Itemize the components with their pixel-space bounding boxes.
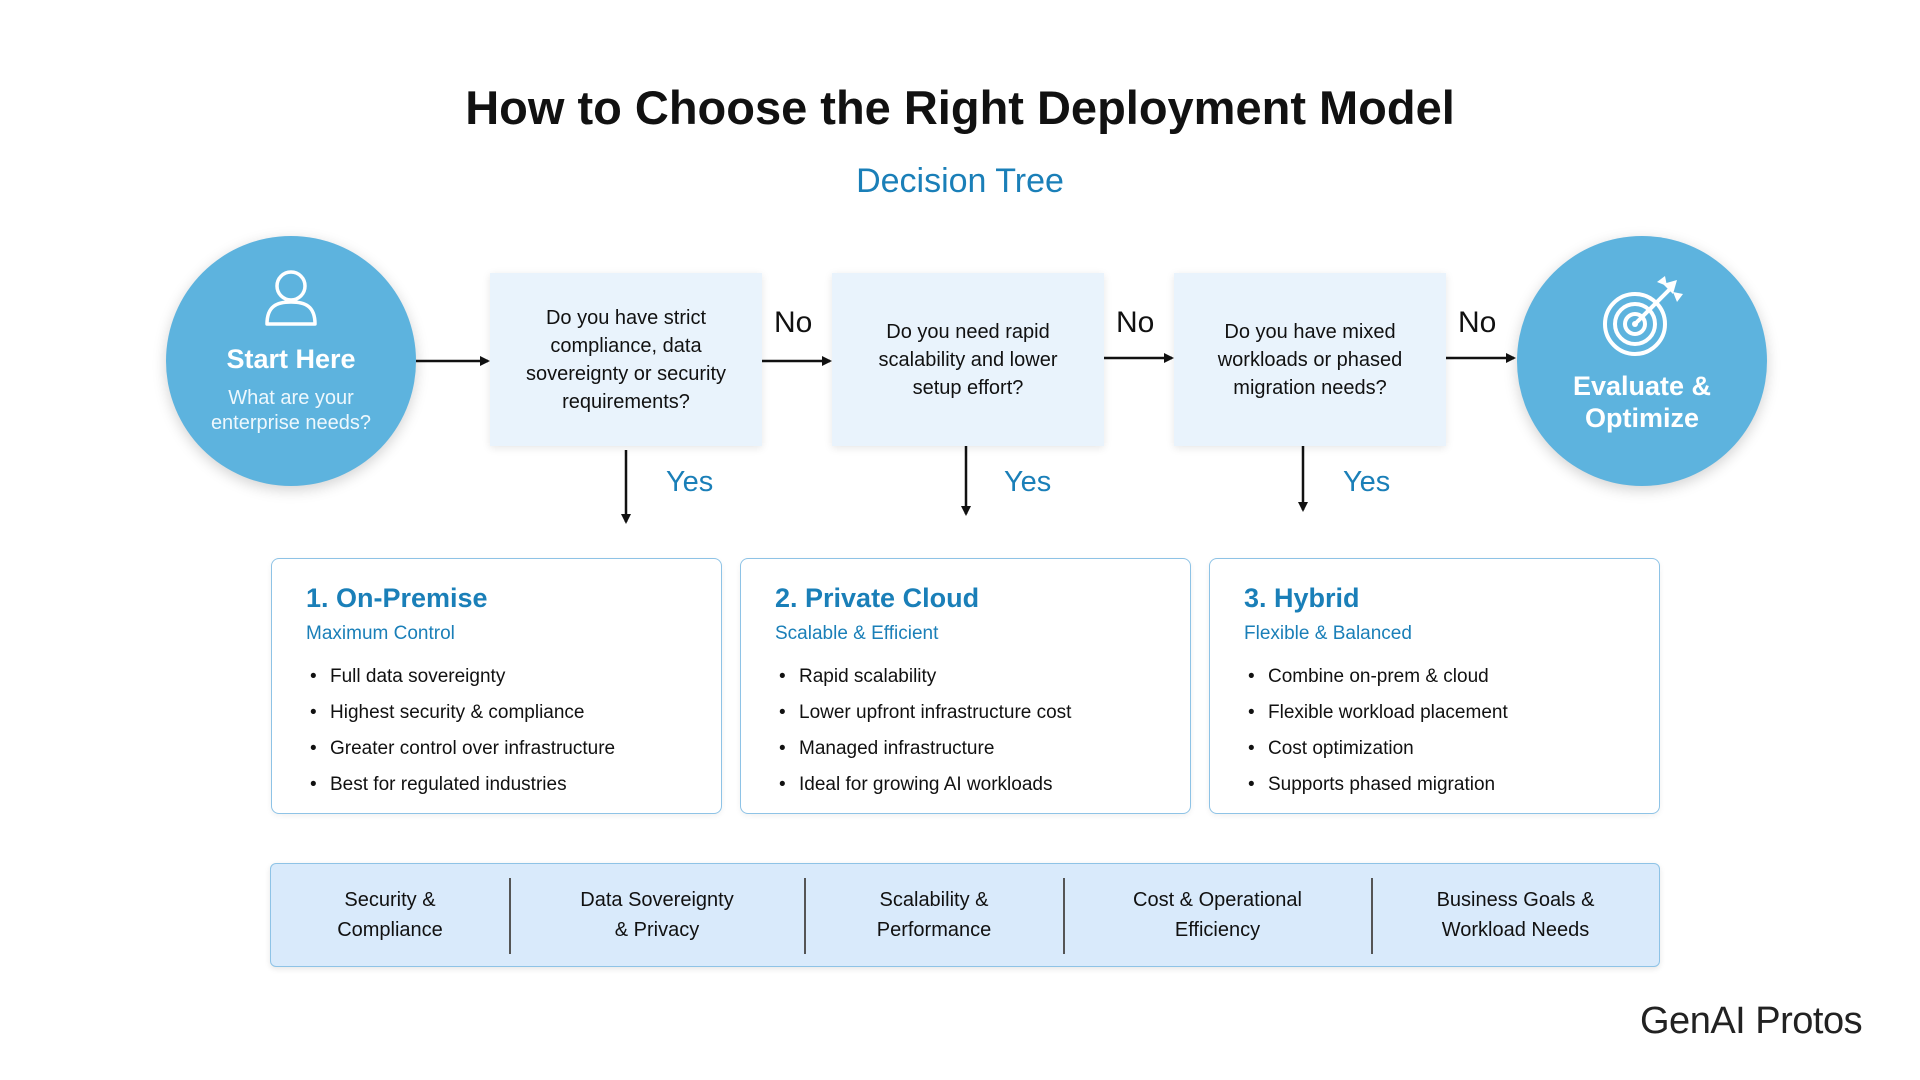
- person-icon: [261, 266, 321, 333]
- start-node: Start Here What are your enterprise need…: [166, 236, 416, 486]
- yes-label-1: Yes: [666, 466, 714, 498]
- list-item: Greater control over infrastructure: [306, 731, 615, 767]
- list-item: Ideal for growing AI workloads: [775, 767, 1071, 803]
- no-label-2: No: [1116, 306, 1155, 339]
- page-title: How to Choose the Right Deployment Model: [465, 81, 1455, 134]
- factor-line: & Privacy: [614, 919, 700, 941]
- question-box-1: Do you have strict compliance, data sove…: [490, 273, 762, 446]
- divider: [1371, 878, 1373, 954]
- factor-line: Compliance: [337, 919, 443, 941]
- divider: [1063, 878, 1065, 954]
- start-title: Start Here: [226, 344, 356, 374]
- card-list: Full data sovereignty Highest security &…: [306, 659, 615, 803]
- factor-data-sovereignty: Data Sovereignty & Privacy: [510, 864, 804, 966]
- card-title: 2. Private Cloud: [775, 583, 980, 613]
- list-item: Full data sovereignty: [306, 659, 615, 695]
- yes-label-2: Yes: [1004, 466, 1052, 498]
- divider: [509, 878, 511, 954]
- card-subtitle: Flexible & Balanced: [1244, 623, 1412, 644]
- list-item: Cost optimization: [1244, 731, 1508, 767]
- end-title: Evaluate & Optimize: [1572, 371, 1712, 433]
- factor-line: Performance: [876, 919, 992, 941]
- factor-line: Efficiency: [1174, 919, 1261, 941]
- end-node: Evaluate & Optimize: [1517, 236, 1767, 486]
- divider: [804, 878, 806, 954]
- factor-line: Data Sovereignty: [580, 889, 734, 911]
- list-item: Rapid scalability: [775, 659, 1071, 695]
- question-box-2: Do you need rapid scalability and lower …: [832, 273, 1104, 446]
- card-list: Combine on-prem & cloud Flexible workloa…: [1244, 659, 1508, 803]
- list-item: Highest security & compliance: [306, 695, 615, 731]
- factors-bar: Security & Compliance Data Sovereignty & P…: [270, 863, 1660, 967]
- factor-line: Scalability &: [879, 889, 989, 911]
- list-item: Best for regulated industries: [306, 767, 615, 803]
- question-box-3: Do you have mixed workloads or phased mi…: [1174, 273, 1446, 446]
- model-card-hybrid: 3. Hybrid Flexible & Balanced Combine on…: [1209, 558, 1660, 814]
- yes-label-3: Yes: [1343, 466, 1391, 498]
- card-subtitle: Scalable & Efficient: [775, 623, 939, 644]
- card-subtitle: Maximum Control: [306, 623, 455, 644]
- no-label-1: No: [774, 306, 813, 339]
- card-title: 1. On-Premise: [306, 583, 488, 613]
- factor-line: Workload Needs: [1441, 919, 1590, 941]
- list-item: Managed infrastructure: [775, 731, 1071, 767]
- factor-scalability: Scalability & Performance: [805, 864, 1063, 966]
- factor-line: Business Goals &: [1436, 889, 1595, 911]
- list-item: Combine on-prem & cloud: [1244, 659, 1508, 695]
- factor-line: Cost & Operational: [1133, 889, 1302, 911]
- factor-line: Security &: [344, 889, 436, 911]
- start-subtitle: What are your enterprise needs?: [210, 387, 372, 434]
- model-card-private-cloud: 2. Private Cloud Scalable & Efficient Ra…: [740, 558, 1191, 814]
- factor-business-goals: Business Goals & Workload Needs: [1372, 864, 1659, 966]
- factor-security: Security & Compliance: [271, 864, 509, 966]
- brand-logo: GenAI Protos: [1640, 1000, 1863, 1042]
- list-item: Lower upfront infrastructure cost: [775, 695, 1071, 731]
- model-card-on-premise: 1. On-Premise Maximum Control Full data …: [271, 558, 722, 814]
- card-list: Rapid scalability Lower upfront infrastr…: [775, 659, 1071, 803]
- list-item: Supports phased migration: [1244, 767, 1508, 803]
- page-subtitle: Decision Tree: [856, 162, 1064, 200]
- card-title: 3. Hybrid: [1244, 583, 1360, 613]
- no-label-3: No: [1458, 306, 1497, 339]
- list-item: Flexible workload placement: [1244, 695, 1508, 731]
- target-icon: [1597, 272, 1687, 367]
